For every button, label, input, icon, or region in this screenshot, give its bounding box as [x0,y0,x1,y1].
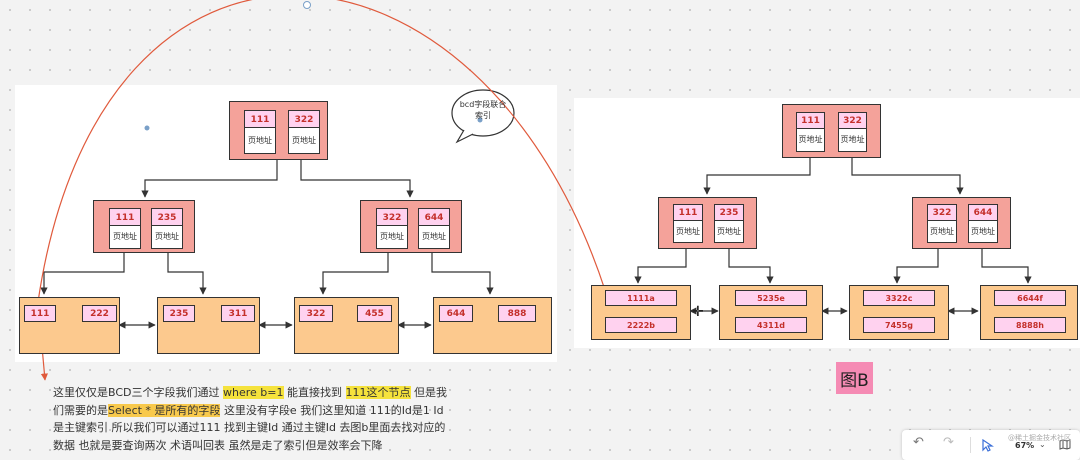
leaf-node-a4[interactable]: 644 888 [433,297,552,354]
key-cell: 8888h [994,317,1066,333]
edge-root-b-right [851,157,964,195]
page-address: 页地址 [927,220,957,243]
key-cell: 111 [24,305,56,322]
key-cell: 455 [357,305,392,322]
highlight-node: 111这个节点 [345,386,411,399]
key-cell: 5235e [735,290,807,306]
page-address: 页地址 [109,225,141,249]
explanation-part: 这里没有字段e 我们这里知道 111的Id是1 Id 是主键索引 所以我们可以通… [53,403,446,452]
key-cell: 3322c [863,290,935,306]
edge-a-l-leaf1 [40,252,125,295]
key-cell: 222 [82,305,117,322]
key-cell: 322 [299,305,333,322]
page-address: 页地址 [418,225,450,249]
root-node-a[interactable]: 111 页地址 322 页地址 [229,101,328,160]
internal-node-b-right[interactable]: 322 页地址 644 页地址 [912,197,1011,249]
edge-b-l-leaf2 [728,248,774,284]
speech-bubble [451,89,515,137]
key-cell: 644 [439,305,473,322]
key-cell: 888 [498,305,536,322]
redo-button[interactable]: ↷ [943,435,954,450]
page-address: 页地址 [838,128,867,152]
annotation-curve [37,0,606,303]
edge-b-l-leaf1 [634,248,687,284]
explanation-part: 这里仅仅是BCD三个字段我们通过 [53,386,220,399]
page-address: 页地址 [244,127,276,154]
internal-node-b-left[interactable]: 111 页地址 235 页地址 [658,197,757,249]
leaf-node-b1[interactable]: 1111a 2222b [591,285,691,340]
leaf-node-b4[interactable]: 6644f 8888h [980,285,1078,340]
edge-root-a-left [141,160,278,198]
page-address: 页地址 [968,220,998,243]
figure-b-label: 图B [836,362,873,394]
explanation-part: 能直接找到 [287,386,342,399]
leaf-node-a3[interactable]: 322 455 [294,297,399,354]
leaf-node-b2[interactable]: 5235e 4311d [719,285,823,340]
key-cell: 322 [927,204,957,222]
explanation-part: 但是我们需要的是 [53,386,447,417]
internal-node-a-right[interactable]: 322 页地址 644 页地址 [360,200,462,253]
edge-a-r-leaf4 [431,252,494,295]
leaf-node-a1[interactable]: 111 222 [19,297,120,354]
zoom-level[interactable]: 67% [1015,441,1035,450]
edge-a-l-leaf2 [167,252,207,295]
key-cell: 644 [418,208,450,227]
page-address: 页地址 [796,128,825,152]
page-address: 页地址 [673,220,703,243]
edge-b-r-leaf3 [893,248,939,284]
map-icon[interactable] [1059,439,1071,450]
watermark: @稀土掘金技术社区 [1008,434,1071,442]
key-cell: 7455g [863,317,935,333]
undo-button[interactable]: ↶ [913,435,924,450]
highlight-select: Select * 是所有的字段 [108,403,221,417]
chevron-down-icon[interactable]: ⌄ [1039,440,1046,449]
curve-handle-left [144,125,150,131]
key-cell: 235 [163,305,195,322]
curve-handle-top [303,1,311,9]
key-cell: 311 [221,305,255,322]
move-cursor-icon: ✛ [692,304,704,320]
page-address: 页地址 [288,127,320,154]
edge-root-b-left [703,157,811,195]
leaf-node-a2[interactable]: 235 311 [157,297,260,354]
key-cell: 4311d [735,317,807,333]
key-cell: 1111a [605,290,677,306]
edge-b-r-leaf4 [981,248,1032,284]
key-cell: 6644f [994,290,1066,306]
edge-root-a-right [300,160,414,198]
bubble-text: bcd字段联合索引 [459,100,507,120]
root-node-b[interactable]: 111 页地址 322 页地址 [782,104,881,158]
leaf-node-b3[interactable]: 3322c 7455g [849,285,949,340]
page-address: 页地址 [151,225,183,249]
edge-a-r-leaf3 [319,252,389,295]
pointer-icon[interactable] [982,439,994,452]
highlight-where: where b=1 [223,386,284,399]
key-cell: 2222b [605,317,677,333]
explanation-text: 这里仅仅是BCD三个字段我们通过 where b=1 能直接找到 111这个节点… [53,384,453,454]
page-address: 页地址 [714,220,744,243]
internal-node-a-left[interactable]: 111 页地址 235 页地址 [93,200,195,253]
curve-handle-right [477,117,483,123]
page-address: 页地址 [376,225,408,249]
divider [970,437,971,453]
